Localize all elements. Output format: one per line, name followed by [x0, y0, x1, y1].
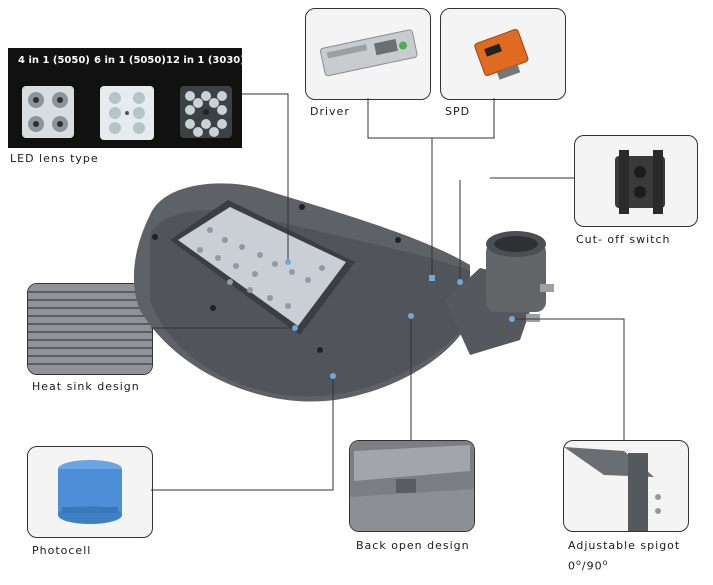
lens-12in1-image — [180, 86, 232, 138]
lens-title-6in1: 6 in 1 (5050) — [94, 55, 166, 66]
leader-lines — [151, 93, 625, 491]
spigot-angle-label: 0o/90o — [568, 558, 609, 573]
photocell-label: Photocell — [32, 544, 92, 557]
lens-title-4in1: 4 in 1 (5050) — [18, 55, 90, 66]
heat-sink-icon — [28, 284, 152, 374]
photocell-image-box — [27, 446, 153, 538]
heat-sink-image-box — [27, 283, 153, 375]
spd-image-box — [440, 8, 566, 100]
spigot-part — [445, 231, 554, 355]
spigot-icon — [564, 447, 661, 531]
led-lens-panel: 4 in 1 (5050) 6 in 1 (5050) 12 in 1 (303… — [8, 48, 245, 148]
cutoff-switch-image-box — [574, 135, 698, 227]
cutoff-switch-label: Cut- off switch — [576, 233, 671, 246]
street-light-housing — [133, 183, 554, 402]
heat-sink-label: Heat sink design — [32, 380, 140, 393]
back-open-label: Back open design — [356, 539, 470, 552]
spigot-image-box — [563, 440, 689, 532]
back-open-image-box — [349, 440, 475, 532]
lens-images — [22, 86, 232, 140]
driver-label: Driver — [310, 105, 350, 118]
spd-label: SPD — [445, 105, 471, 118]
lens-title-12in1: 12 in 1 (3030) — [166, 55, 245, 66]
spigot-label: Adjustable spigot — [568, 539, 681, 552]
cutoff-switch-icon — [615, 150, 665, 214]
spd-icon — [474, 28, 529, 80]
led-lens-caption: LED lens type — [10, 152, 99, 165]
lens-4in1-image — [22, 86, 74, 138]
photocell-icon — [58, 460, 122, 524]
driver-icon — [319, 29, 418, 77]
back-open-icon — [350, 441, 474, 531]
driver-image-box — [305, 8, 431, 100]
callout-dots — [285, 259, 515, 379]
lens-6in1-image — [100, 86, 154, 140]
